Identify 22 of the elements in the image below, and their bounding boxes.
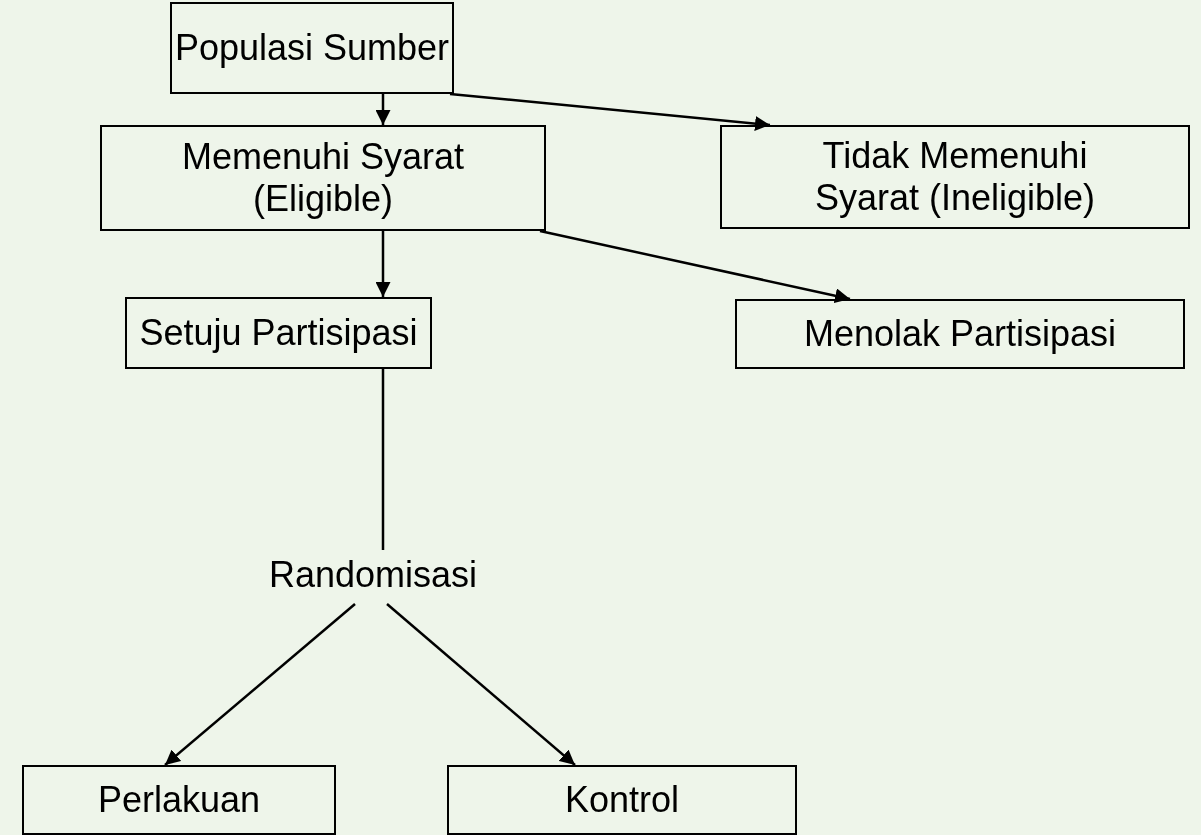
process-box (447, 765, 797, 835)
box-label: Menolak Partisipasi (803, 313, 1117, 355)
process-box (125, 297, 432, 369)
arrow (539, 229, 851, 304)
arrow (375, 231, 391, 297)
process-box (720, 125, 1190, 229)
arrow (386, 603, 576, 766)
arrow (375, 94, 391, 125)
arrow (164, 603, 356, 766)
box-label: Populasi Sumber (174, 27, 450, 69)
process-box (735, 299, 1185, 369)
arrow (449, 92, 771, 131)
box-label: Tidak Memenuhi Syarat (Ineligible) (813, 135, 1097, 219)
box-label: Perlakuan (97, 779, 261, 821)
process-box (100, 125, 546, 231)
connector-line (381, 369, 385, 550)
step-label: Randomisasi (268, 554, 478, 596)
box-label: Kontrol (564, 779, 680, 821)
process-box (22, 765, 336, 835)
process-box (170, 2, 454, 94)
box-label: Memenuhi Syarat (Eligible) (180, 136, 466, 220)
box-label: Setuju Partisipasi (139, 312, 418, 354)
